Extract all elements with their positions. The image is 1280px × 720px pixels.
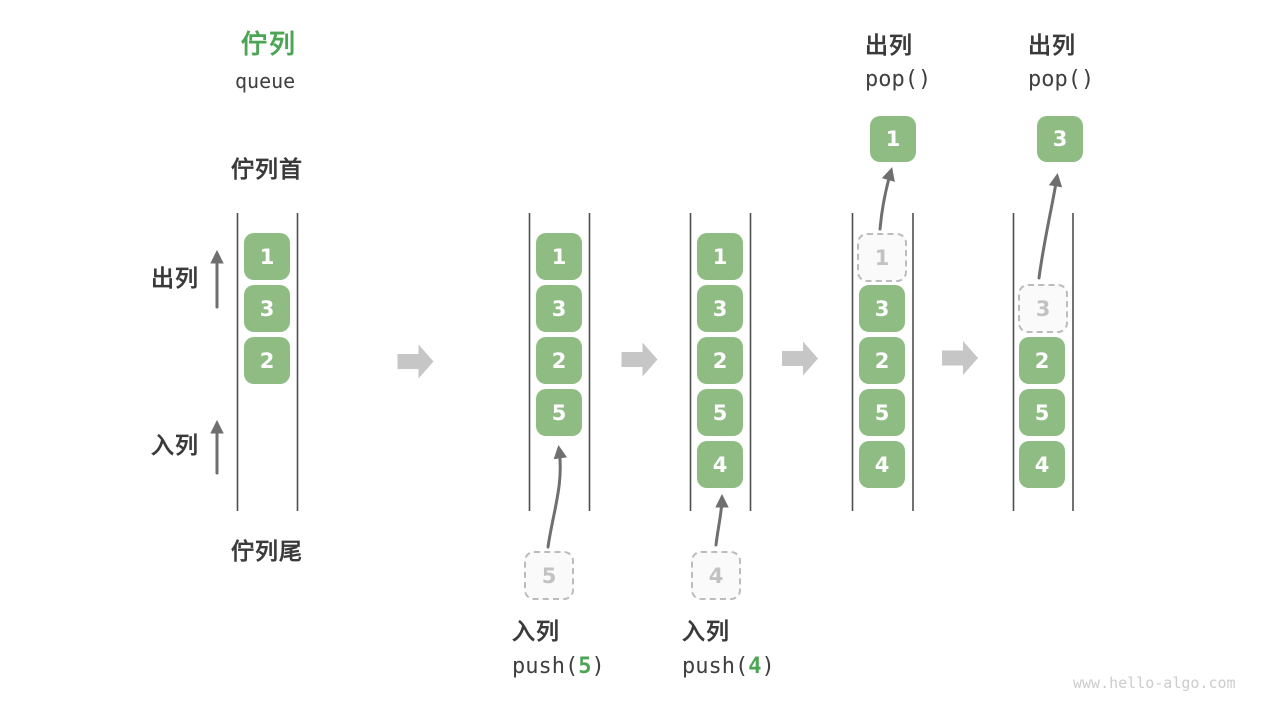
push-op-code: push(4) [682, 656, 775, 678]
push-fn-open: push( [512, 654, 579, 679]
dequeue-side-label: 出列 [151, 265, 199, 291]
staged-item: 4 [691, 551, 741, 600]
push-fn-open: push( [682, 654, 749, 679]
push-arg: 5 [578, 654, 592, 679]
pop-op-label: 出列 [865, 32, 913, 58]
pop-op-code: pop() [865, 67, 932, 92]
queue-item: 1 [536, 233, 582, 280]
queue-item: 3 [244, 285, 290, 332]
queue-item: 4 [697, 441, 743, 488]
queue-item: 5 [859, 389, 905, 436]
enqueue-path-arrow-icon [546, 444, 568, 549]
pop-op-label: 出列 [1028, 32, 1076, 58]
transition-arrow-icon [621, 342, 658, 377]
pop-op-code: pop() [1028, 67, 1095, 92]
diagram-title-en: queue [235, 69, 296, 93]
removed-item-slot: 3 [1018, 284, 1068, 333]
transition-arrow-icon [782, 341, 818, 376]
queue-item: 1 [244, 233, 290, 280]
queue-item: 3 [536, 285, 582, 332]
push-arg: 4 [748, 654, 762, 679]
staged-item: 5 [524, 551, 574, 600]
queue-front-label: 佇列首 [231, 156, 303, 182]
queue-item: 1 [697, 233, 743, 280]
enqueue-side-label: 入列 [151, 432, 199, 458]
removed-item-slot: 1 [857, 233, 907, 282]
push-op-code: push(5) [512, 656, 605, 678]
queue-rear-label: 佇列尾 [231, 538, 303, 564]
diagram-title-zh: 佇列 [241, 29, 298, 59]
queue-item: 2 [536, 337, 582, 384]
queue-item: 3 [697, 285, 743, 332]
push-op-label: 入列 [682, 618, 730, 644]
queue-item: 3 [859, 285, 905, 332]
queue-item: 2 [697, 337, 743, 384]
queue-item: 2 [1019, 337, 1065, 384]
queue-item: 4 [859, 441, 905, 488]
enqueue-path-arrow-icon [714, 493, 729, 547]
popped-item: 1 [870, 116, 916, 162]
dequeue-path-arrow-icon [1037, 173, 1063, 280]
push-fn-close: ) [591, 654, 605, 679]
queue-item: 5 [1019, 389, 1065, 436]
queue-item: 4 [1019, 441, 1065, 488]
queue-item: 5 [536, 389, 582, 436]
queue-item: 2 [859, 337, 905, 384]
transition-arrow-icon [942, 341, 978, 375]
push-op-label: 入列 [512, 618, 560, 644]
queue-item: 5 [697, 389, 743, 436]
queue-item: 2 [244, 337, 290, 384]
transition-arrow-icon [397, 344, 434, 379]
push-fn-close: ) [761, 654, 775, 679]
site-watermark: www.hello-algo.com [1073, 674, 1236, 692]
popped-item: 3 [1037, 116, 1083, 162]
dequeue-path-arrow-icon [878, 167, 895, 231]
queue-channel-walls [236, 213, 1074, 511]
